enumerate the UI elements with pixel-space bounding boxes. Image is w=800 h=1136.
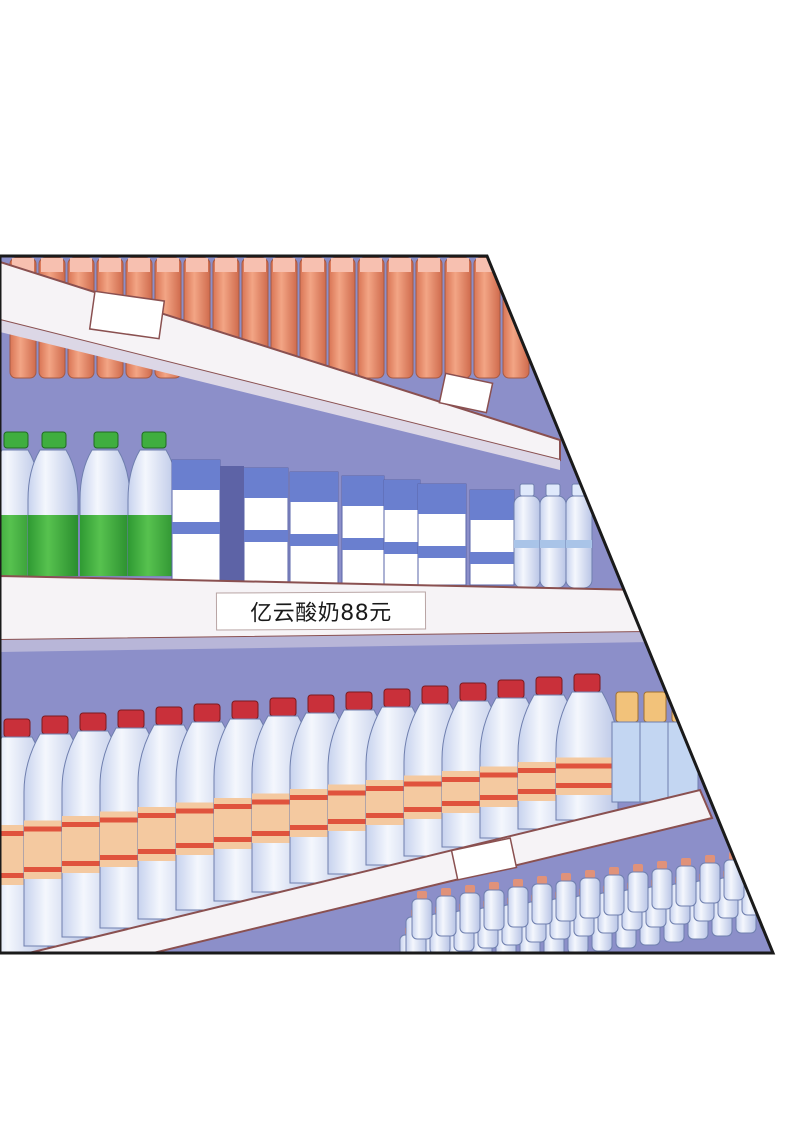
milk-carton-icon: [469, 489, 515, 586]
drink-bottle-icon: [579, 870, 601, 919]
drink-bottle-icon: [611, 691, 643, 803]
drink-bottle-icon: [651, 861, 673, 910]
drink-bottle-icon: [357, 257, 385, 379]
milk-carton-icon: [341, 475, 385, 586]
drink-bottle-icon: [555, 873, 577, 922]
water-bottle-row: [0, 673, 699, 953]
milk-carton-icon: [243, 467, 289, 586]
drink-bottle-icon: [513, 483, 541, 589]
drink-bottle-icon: [127, 431, 179, 577]
milk-carton-icon: [417, 483, 467, 586]
drink-bottle-icon: [444, 257, 472, 379]
drink-bottle-icon: [747, 849, 769, 898]
drink-bottle-icon: [555, 673, 619, 821]
drink-bottle-icon: [627, 864, 649, 913]
drink-bottle-icon: [270, 257, 298, 379]
drink-bottle-icon: [415, 257, 443, 379]
drink-bottle-icon: [507, 879, 529, 928]
green-bottle-and-milk-row: [0, 431, 593, 589]
drink-bottle-icon: [386, 257, 414, 379]
small-bottle-row: [399, 849, 773, 953]
drink-bottle-icon: [603, 867, 625, 916]
drink-bottle-icon: [483, 882, 505, 931]
drink-bottle-icon: [328, 257, 356, 379]
drink-bottle-icon: [675, 858, 697, 907]
drink-bottle-icon: [765, 864, 773, 913]
drink-bottle-icon: [79, 431, 131, 577]
drink-bottle-icon: [639, 691, 671, 803]
price-tag: 亿云酸奶88元: [215, 591, 427, 631]
drink-bottle-icon: [502, 257, 530, 379]
milk-carton-icon: [383, 479, 421, 586]
drink-bottle-icon: [741, 867, 763, 916]
drink-bottle-icon: [759, 882, 773, 931]
drink-bottle-icon: [411, 891, 433, 940]
drink-bottle-icon: [699, 855, 721, 904]
drink-bottle-icon: [299, 257, 327, 379]
drink-bottle-icon: [531, 876, 553, 925]
drink-bottle-icon: [771, 853, 773, 895]
drink-bottle-icon: [539, 483, 567, 589]
drink-bottle-icon: [27, 431, 79, 577]
milk-carton-icon: [289, 471, 339, 586]
drink-bottle-icon: [435, 888, 457, 937]
drink-bottle-icon: [459, 885, 481, 934]
milk-carton-icon: [171, 459, 221, 586]
